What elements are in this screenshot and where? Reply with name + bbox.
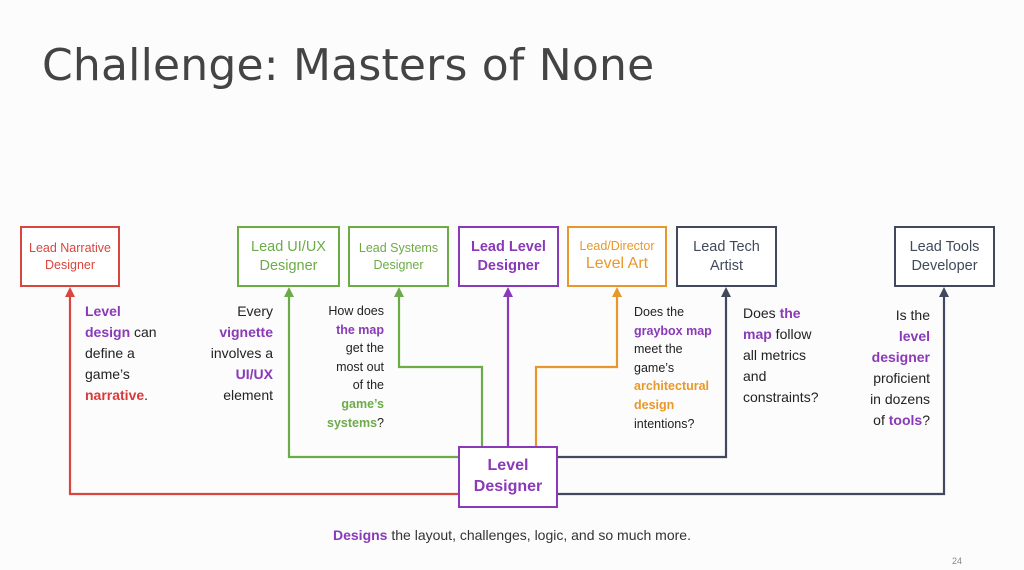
footer-highlight: Designs <box>333 527 388 543</box>
note-text: Every <box>237 303 273 319</box>
note-text: map <box>743 326 772 342</box>
note-text: architectural <box>634 379 710 394</box>
note-narrative: Level design can define a game’s narrati… <box>85 301 157 406</box>
note-text: the map <box>336 322 384 337</box>
note-text: and <box>743 368 767 384</box>
note-text: Level <box>85 303 121 319</box>
connector-tools <box>558 287 949 496</box>
note-text: UI/UX <box>235 366 273 382</box>
box-label: Lead Narrative <box>29 241 111 256</box>
connector-narrative <box>65 287 458 496</box>
box-label: Level Art <box>585 255 649 273</box>
box-label: Level <box>487 457 529 475</box>
note-levelart: Does the graybox map meet the game’s arc… <box>634 303 712 433</box>
note-text: the <box>779 305 801 321</box>
box-label: Designer <box>477 257 540 274</box>
note-text: game’s <box>634 360 675 375</box>
slide-title: Challenge: Masters of None <box>42 40 655 91</box>
note-text: . <box>144 387 149 403</box>
note-text: narrative <box>85 387 145 403</box>
note-text: element <box>223 387 273 403</box>
note-text: designer <box>871 349 930 365</box>
note-text: meet the <box>634 342 683 357</box>
note-systems: How does the map get the most out of the… <box>306 302 384 432</box>
box-label: Lead Level <box>471 238 546 255</box>
note-text: Is the <box>895 307 930 323</box>
note-techartist: Does the map follow all metrics and cons… <box>743 303 818 408</box>
note-text: ? <box>377 415 384 430</box>
box-label: Lead/Director <box>579 238 655 253</box>
box-lead-uiux-designer: Lead UI/UX Designer <box>237 226 340 287</box>
note-text: design <box>85 324 131 340</box>
box-label: Designer <box>44 257 96 272</box>
note-text: involves a <box>210 345 273 361</box>
note-text: graybox map <box>634 323 712 338</box>
note-text: Does the <box>634 305 685 319</box>
note-text: of <box>873 412 889 428</box>
connector-techartist <box>558 287 731 459</box>
box-label: Lead Tech <box>693 238 760 255</box>
box-label: Artist <box>709 257 744 274</box>
connector-systems <box>394 287 484 446</box>
note-text: in dozens <box>870 391 930 407</box>
box-label: Developer <box>911 257 978 274</box>
box-label: Lead Systems <box>358 241 439 256</box>
note-text: proficient <box>873 370 930 386</box>
note-text: tools <box>888 412 923 428</box>
box-label: Designer <box>259 257 318 274</box>
note-tools: Is the level designer proficient in doze… <box>848 305 930 431</box>
note-text: intentions? <box>634 416 695 431</box>
note-text: can <box>130 324 157 340</box>
connector-levelart <box>534 287 622 446</box>
note-text: game’s <box>341 396 384 411</box>
box-label: Lead UI/UX <box>251 238 326 255</box>
box-label: Designer <box>373 257 424 272</box>
note-text: of the <box>352 378 384 393</box>
note-text: ? <box>922 412 930 428</box>
note-text: How does <box>328 304 384 318</box>
note-text: constraints? <box>743 389 819 405</box>
note-text: follow <box>771 326 812 342</box>
footer-text: the layout, challenges, logic, and so mu… <box>387 527 691 543</box>
note-text: design <box>634 397 675 412</box>
note-text: Does <box>743 305 780 321</box>
note-text: all metrics <box>743 347 807 363</box>
note-text: game’s <box>85 366 130 382</box>
note-text: define a <box>85 345 135 361</box>
note-text: vignette <box>219 324 273 340</box>
note-text: systems <box>327 415 378 430</box>
note-text: most out <box>336 359 384 374</box>
note-text: level <box>898 328 930 344</box>
note-uiux: Every vignette involves a UI/UX element <box>195 301 273 406</box>
box-label: Lead Tools <box>909 238 980 255</box>
page-number: 24 <box>951 556 962 566</box>
footer-caption: Designs the layout, challenges, logic, a… <box>0 527 1024 543</box>
box-label: Designer <box>473 478 543 495</box>
note-text: get the <box>345 341 384 356</box>
connector-uiux <box>284 287 458 459</box>
